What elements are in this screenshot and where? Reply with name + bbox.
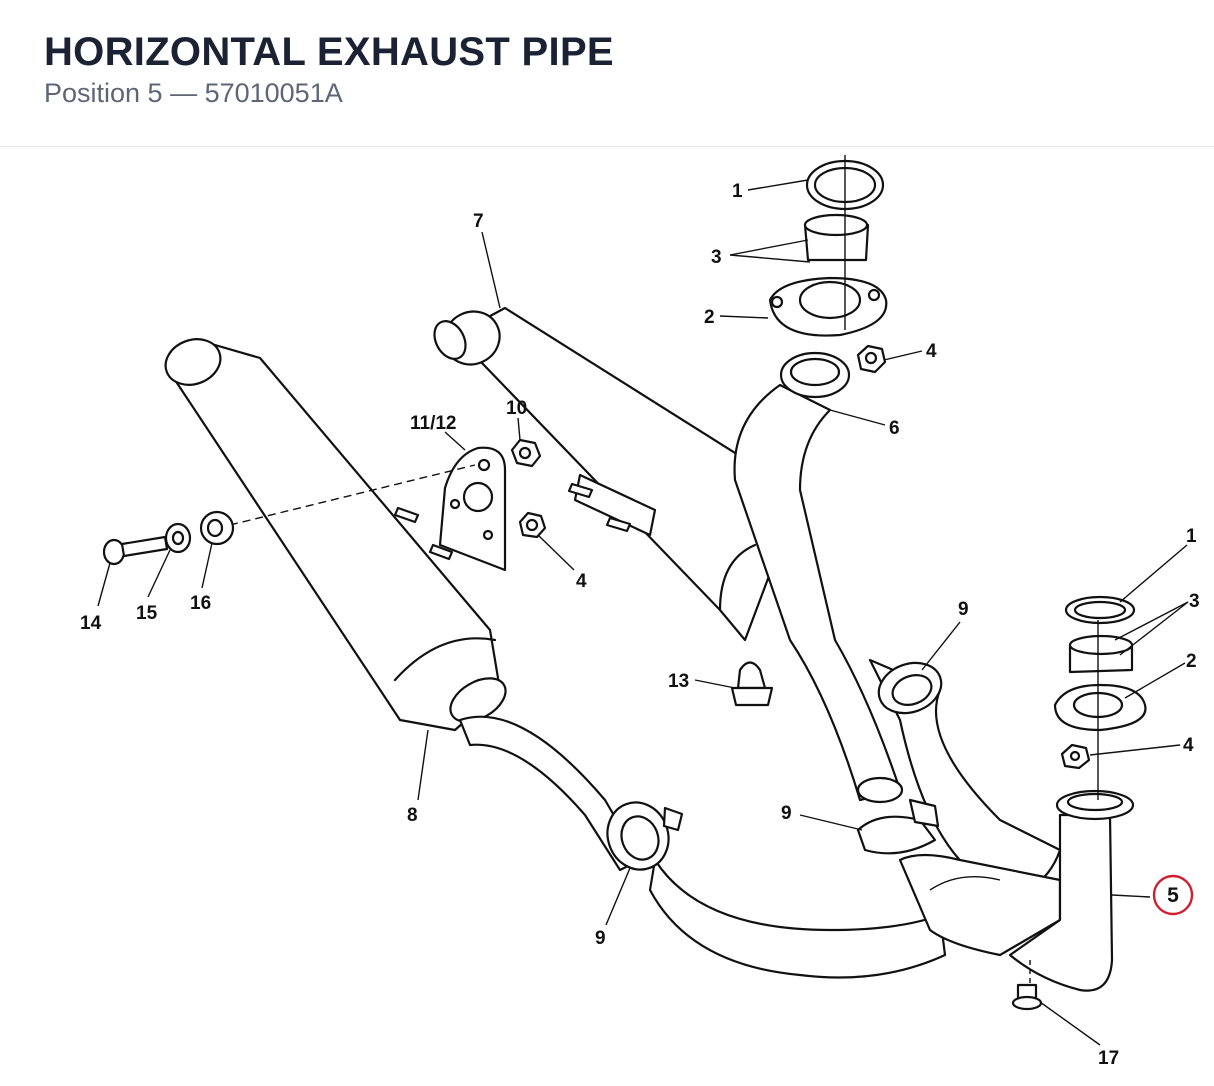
clamp-left xyxy=(606,801,684,871)
highlight-callout-5[interactable]: 5 xyxy=(1152,874,1194,916)
vertical-header-pipe xyxy=(733,351,904,804)
mounting-bracket xyxy=(229,438,657,572)
front-silencer xyxy=(164,338,507,732)
bolt-washer-set xyxy=(102,510,235,566)
callout-3-right: 3 xyxy=(1189,591,1200,612)
right-port-hardware xyxy=(1053,595,1147,800)
clamp-right xyxy=(877,661,943,715)
bottom-bolt xyxy=(1011,960,1043,1011)
callout-1-right: 1 xyxy=(1186,526,1197,547)
callout-15: 15 xyxy=(136,603,158,624)
page-header: HORIZONTAL EXHAUST PIPE Position 5 — 570… xyxy=(0,0,1214,147)
callout-3-top: 3 xyxy=(711,247,722,268)
callout-7: 7 xyxy=(473,211,484,232)
callout-9-left: 9 xyxy=(595,928,606,949)
callout-4-top: 4 xyxy=(926,341,937,362)
page-subtitle: Position 5 — 57010051A xyxy=(44,78,343,108)
callout-2-top: 2 xyxy=(704,307,715,328)
callout-14: 14 xyxy=(80,613,102,634)
callout-8: 8 xyxy=(407,805,418,826)
callout-5-label: 5 xyxy=(1167,884,1179,907)
callout-11-12: 11/12 xyxy=(410,413,457,434)
top-port-hardware xyxy=(768,155,888,374)
callout-9-right: 9 xyxy=(958,599,969,620)
exhaust-diagram: .ln { fill: none; stroke: #111; stroke-w… xyxy=(80,155,1200,1069)
callout-13: 13 xyxy=(668,671,689,692)
rear-silencer xyxy=(433,306,777,642)
callout-1-top: 1 xyxy=(732,181,743,202)
callout-9-middle: 9 xyxy=(781,803,792,824)
callout-4-mid: 4 xyxy=(576,571,587,592)
callout-6: 6 xyxy=(889,418,900,439)
callout-10: 10 xyxy=(506,398,527,419)
callout-17: 17 xyxy=(1098,1048,1119,1069)
page-title: HORIZONTAL EXHAUST PIPE xyxy=(44,30,614,74)
callout-2-right: 2 xyxy=(1186,651,1197,672)
callout-16: 16 xyxy=(190,593,211,614)
callout-4-right: 4 xyxy=(1183,735,1194,756)
leader-lines xyxy=(97,179,1189,1046)
horizontal-exhaust-pipe xyxy=(868,658,1135,992)
cap-plug xyxy=(730,661,774,707)
clamp-middle xyxy=(856,798,940,855)
